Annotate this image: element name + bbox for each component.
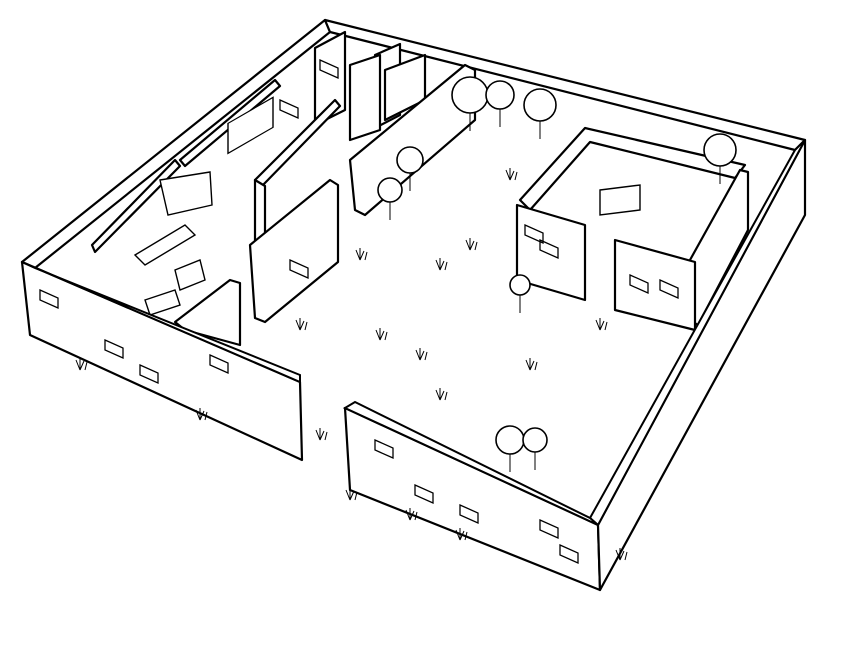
- grass-tuft: [195, 408, 208, 421]
- brick: [414, 483, 434, 505]
- room-wall-6: [90, 158, 182, 254]
- stall-table: [599, 184, 641, 216]
- grass-tuft: [295, 318, 308, 331]
- wall-bricks: [39, 58, 679, 565]
- tree: [451, 76, 489, 114]
- tree: [495, 425, 525, 455]
- brick: [374, 438, 394, 460]
- brick: [539, 238, 559, 260]
- crate: [174, 259, 206, 291]
- grass-tuft: [455, 528, 468, 541]
- brick: [279, 98, 299, 120]
- brick: [629, 273, 649, 295]
- brick: [459, 503, 479, 525]
- grass-tuft: [405, 508, 418, 521]
- grass-tuft: [415, 348, 428, 361]
- grass-tuft: [595, 318, 608, 331]
- front-left-wall-top: [21, 261, 301, 384]
- tree: [396, 146, 424, 174]
- brick: [289, 258, 309, 280]
- brick: [104, 338, 124, 360]
- table: [133, 224, 197, 266]
- trees: [377, 76, 737, 472]
- grass-tuft: [435, 258, 448, 271]
- grass-tuft: [315, 428, 328, 441]
- brick: [139, 363, 159, 385]
- long-partition: [348, 63, 477, 217]
- brick: [559, 543, 579, 565]
- courtyard-room-front-right: [613, 238, 697, 332]
- brick: [659, 278, 679, 300]
- brick: [319, 58, 339, 80]
- shelf: [159, 171, 213, 216]
- tree: [377, 177, 403, 203]
- grass-tuft: [375, 328, 388, 341]
- tree: [509, 274, 531, 296]
- grass-tuft: [615, 548, 628, 561]
- grass-tuft: [345, 488, 358, 501]
- bench: [144, 289, 181, 316]
- grass-tuft: [355, 248, 368, 261]
- brick: [39, 288, 59, 310]
- tree: [485, 80, 515, 110]
- grass-tuft: [465, 238, 478, 251]
- brick: [524, 223, 544, 245]
- room-wall-3: [348, 53, 382, 142]
- brick: [539, 518, 559, 540]
- brick: [209, 353, 229, 375]
- tree: [522, 427, 548, 453]
- front-right-wall: [343, 406, 602, 592]
- tree: [523, 88, 557, 122]
- cabinet: [227, 96, 274, 155]
- grass-tuft: [435, 388, 448, 401]
- grass-tuft: [505, 168, 518, 181]
- grass-tuft: [75, 358, 88, 371]
- grass-tuft: [525, 358, 538, 371]
- interior-partition: [248, 178, 340, 324]
- tree: [703, 133, 737, 167]
- front-right-wall-top: [342, 400, 599, 526]
- grass-tufts: [75, 168, 628, 561]
